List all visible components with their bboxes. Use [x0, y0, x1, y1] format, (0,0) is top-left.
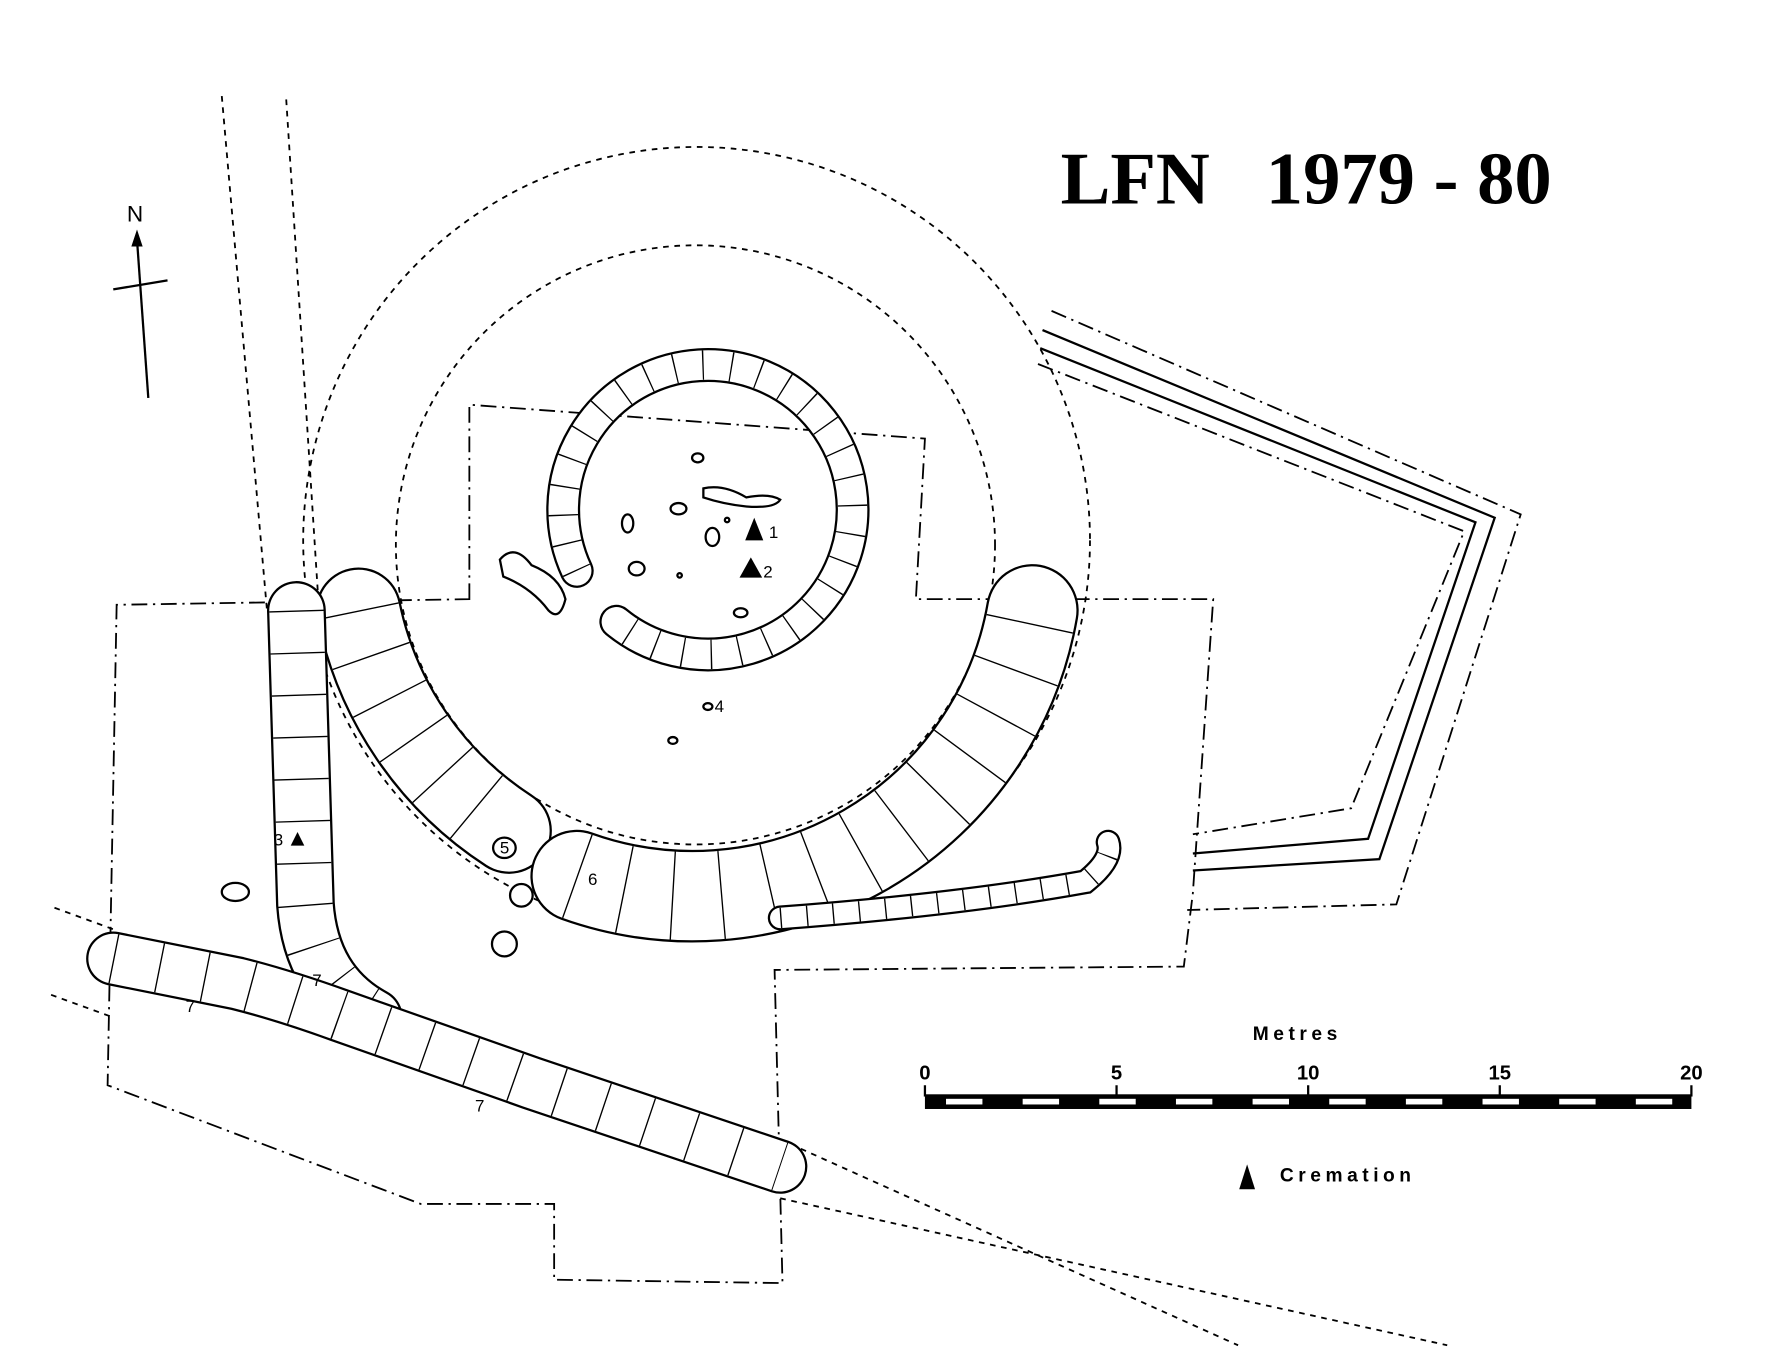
cremation-legend-icon [1239, 1164, 1256, 1190]
feature-label-4: 4 [715, 697, 724, 716]
ditches [86, 348, 1122, 1194]
scale-segment [1482, 1098, 1519, 1105]
scale-segment [1405, 1098, 1443, 1105]
scale-segment [1099, 1098, 1136, 1105]
scale-segment [1329, 1098, 1366, 1105]
feature-label-7: 7 [312, 971, 321, 990]
east-linear-ditch [767, 829, 1122, 931]
scale-segment [1559, 1098, 1596, 1105]
plan-title: LFN 1979 - 80 [1061, 138, 1552, 220]
road-lines [50, 96, 1448, 1347]
scale-tick-label: 20 [1680, 1063, 1703, 1085]
scale-tick-label: 15 [1488, 1063, 1511, 1085]
north-label: N [127, 202, 143, 227]
trench-outline [106, 403, 1215, 1285]
cremation-1-icon [745, 517, 764, 541]
scale-segment [1175, 1098, 1213, 1105]
scale-segment [1252, 1098, 1290, 1105]
cremation-2-icon [739, 557, 763, 578]
scale-segment [946, 1098, 983, 1105]
feature-label-7: 7 [475, 1096, 484, 1115]
scale-segment [1022, 1098, 1060, 1105]
pits [220, 452, 782, 958]
scale-tick-label: 0 [919, 1063, 930, 1085]
cremation-legend-label: Cremation [1280, 1165, 1416, 1186]
inner-projected-circle [394, 244, 996, 846]
enclosure-ditch-west-arm [315, 567, 552, 874]
scale-tick-label: 10 [1297, 1063, 1320, 1085]
north-arrow-icon: N [113, 202, 168, 399]
enclosure-ditch-east-arm [530, 564, 1079, 943]
feature-label-7: 7 [186, 997, 195, 1016]
scale-unit-label: Metres [1253, 1024, 1342, 1045]
scale-bar: Metres 0 5 10 15 20 [919, 1024, 1703, 1109]
scale-segment [1635, 1098, 1673, 1105]
diagonal-ditch [86, 931, 808, 1194]
scale-tick-label: 5 [1111, 1063, 1122, 1085]
feature-label-5: 5 [500, 839, 509, 858]
feature-label-3: 3 [274, 831, 283, 850]
cremation-3-icon [290, 832, 305, 846]
legend: Cremation [1239, 1164, 1416, 1190]
outer-projected-circle [302, 146, 1091, 935]
inner-ring-ditch [546, 348, 870, 672]
feature-label-1: 1 [769, 523, 778, 542]
east-enclosure [1037, 310, 1522, 911]
feature-label-6: 6 [588, 870, 597, 889]
feature-label-2: 2 [763, 563, 772, 582]
